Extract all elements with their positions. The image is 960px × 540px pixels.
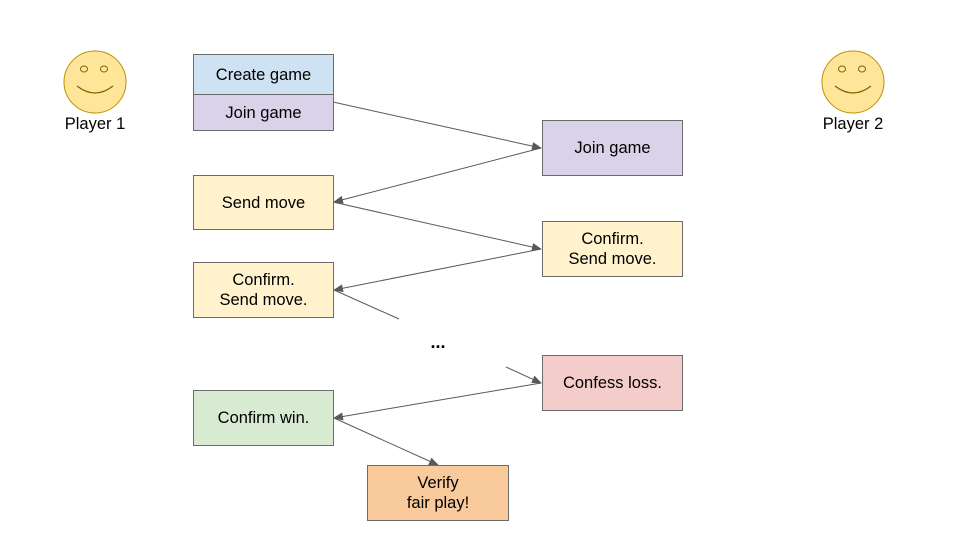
confirm-send-move-box-player-1: Confirm. Send move. (193, 262, 334, 318)
arrow-join-to-join (332, 101, 542, 150)
join-game-box-player-2: Join game (542, 120, 683, 176)
confirm-win-box: Confirm win. (193, 390, 334, 446)
arrow-confirm-to-confirm (333, 248, 542, 293)
arrow-send-move-to-confirm (332, 201, 542, 251)
arrow-win-to-verify (333, 417, 439, 466)
send-move-box: Send move (193, 175, 334, 230)
smiley-face-icon (63, 50, 127, 114)
player-2-label: Player 2 (822, 115, 884, 133)
ellipsis-continuation: ... (430, 332, 446, 352)
arrow-to-confess-loss (505, 366, 542, 384)
player-1-label: Player 1 (64, 115, 126, 133)
confirm-send-move-box-player-2: Confirm. Send move. (542, 221, 683, 277)
confess-loss-box: Confess loss. (542, 355, 683, 411)
create-game-box: Create game (193, 54, 334, 95)
arrow-confirm-continues (333, 289, 400, 320)
smiley-face-icon (821, 50, 885, 114)
arrow-join-to-send-move (333, 147, 542, 204)
join-game-box-player-1: Join game (193, 94, 334, 131)
arrow-confess-to-win (333, 382, 542, 421)
verify-fair-play-box: Verify fair play! (367, 465, 509, 521)
